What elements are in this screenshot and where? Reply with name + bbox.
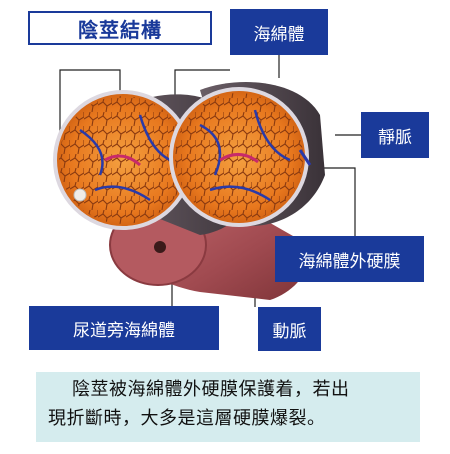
page-title: 陰莖結構 [28, 11, 212, 45]
label-corpus-spongiosum: 尿道旁海綿體 [29, 306, 219, 350]
caption-box: 陰莖被海綿體外硬膜保護着，若出 現折斷時，大多是這層硬膜爆裂。 [36, 372, 420, 442]
label-vein: 靜脈 [361, 112, 429, 158]
label-tunica-albuginea: 海綿體外硬膜 [275, 236, 424, 282]
right-corpus-cavernosum-shape [169, 82, 325, 227]
caption-line-1: 陰莖被海綿體外硬膜保護着，若出 [72, 379, 350, 400]
caption-line-2: 現折斷時，大多是這層硬膜爆裂。 [48, 408, 326, 429]
label-corpus-cavernosum: 海綿體 [230, 9, 328, 55]
label-artery: 動脈 [258, 307, 321, 351]
